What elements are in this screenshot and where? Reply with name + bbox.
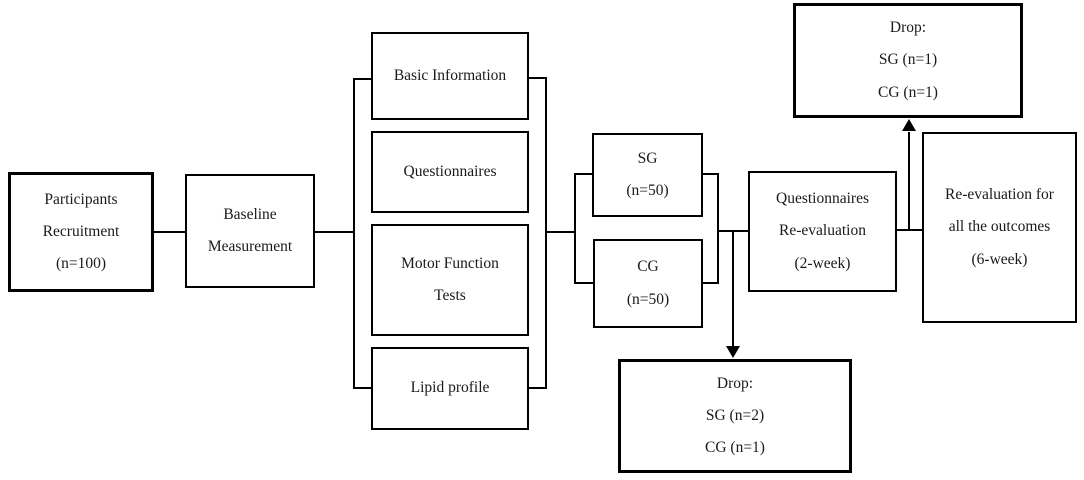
arrow-down-icon (726, 346, 740, 358)
node-text-line: Questionnaires (403, 162, 497, 180)
arrow-shaft-to-drop-bottom (732, 231, 734, 347)
groups-bracket-right-top-stub (703, 173, 717, 175)
groups-bracket-right-bottom-stub (703, 282, 717, 284)
node-text-line: Drop: (889, 19, 927, 37)
bracket-left-vertical (353, 78, 355, 389)
node-text-line: Questionnaires (776, 190, 869, 208)
bracket-right-top-stub (529, 77, 545, 79)
bracket-left-top-stub (355, 78, 371, 80)
node-text-line: Re-evaluation (779, 222, 866, 240)
node-text-line: (n=100) (55, 255, 107, 273)
node-text-line: Basic Information (393, 66, 507, 84)
box-basic-information: Basic Information (371, 32, 529, 120)
box-participants-recruitment: Participants Recruitment (n=100) (8, 172, 154, 292)
node-text-line: all the outcomes (948, 218, 1051, 236)
node-text-line: SG (n=1) (878, 51, 938, 69)
box-drop-2week: Drop: SG (n=1) CG (n=1) (793, 3, 1023, 118)
box-motor-function-tests: Motor Function Tests (371, 224, 529, 336)
node-text-line: (n=50) (626, 182, 669, 199)
node-text-line: (2-week) (794, 254, 851, 272)
node-text-line: Baseline (223, 205, 277, 223)
arrow-up-icon (902, 119, 916, 131)
node-text-line: Measurement (207, 238, 293, 255)
bracket-right-bottom-stub (529, 387, 545, 389)
connector-tests-groups (547, 231, 575, 233)
node-text-line: (6-week) (971, 250, 1028, 268)
node-text-line: Re-evaluation for (945, 186, 1054, 204)
node-text-line: Drop: (716, 374, 754, 392)
box-drop-baseline-to-2week: Drop: SG (n=2) CG (n=1) (618, 359, 852, 473)
node-text-line: CG (n=1) (878, 83, 938, 101)
node-text-line: SG (n=2) (705, 406, 765, 424)
node-text-line: CG (n=1) (705, 439, 765, 457)
box-questionnaires: Questionnaires (371, 131, 529, 213)
connector-participants-baseline (154, 231, 185, 233)
node-text-line: Motor Function (401, 254, 499, 272)
bracket-right-vertical (545, 77, 547, 389)
node-text-line: Lipid profile (410, 379, 490, 397)
box-reevaluation-all-outcomes: Re-evaluation for all the outcomes (6-we… (922, 132, 1077, 323)
node-text-line: SG (637, 149, 658, 167)
groups-bracket-left-bottom-stub (576, 282, 593, 284)
connector-baseline-bracket (315, 231, 354, 233)
arrow-shaft-to-drop-top (908, 132, 910, 230)
node-text-line: Participants (44, 190, 118, 208)
connector-questreeval-reevalall (897, 229, 922, 231)
box-questionnaires-reevaluation: Questionnaires Re-evaluation (2-week) (748, 171, 897, 292)
bracket-left-bottom-stub (355, 387, 371, 389)
groups-bracket-left-vertical (574, 173, 576, 284)
node-text-line: Recruitment (42, 222, 120, 240)
node-text-line: CG (637, 258, 659, 276)
node-text-line: (n=50) (626, 290, 670, 308)
node-text-line: Tests (434, 287, 466, 304)
box-lipid-profile: Lipid profile (371, 347, 529, 430)
box-baseline-measurement: Baseline Measurement (185, 174, 315, 288)
box-control-group: CG (n=50) (593, 239, 703, 328)
box-study-group: SG (n=50) (592, 133, 703, 217)
groups-bracket-left-top-stub (576, 173, 592, 175)
groups-bracket-right-vertical (717, 173, 719, 284)
